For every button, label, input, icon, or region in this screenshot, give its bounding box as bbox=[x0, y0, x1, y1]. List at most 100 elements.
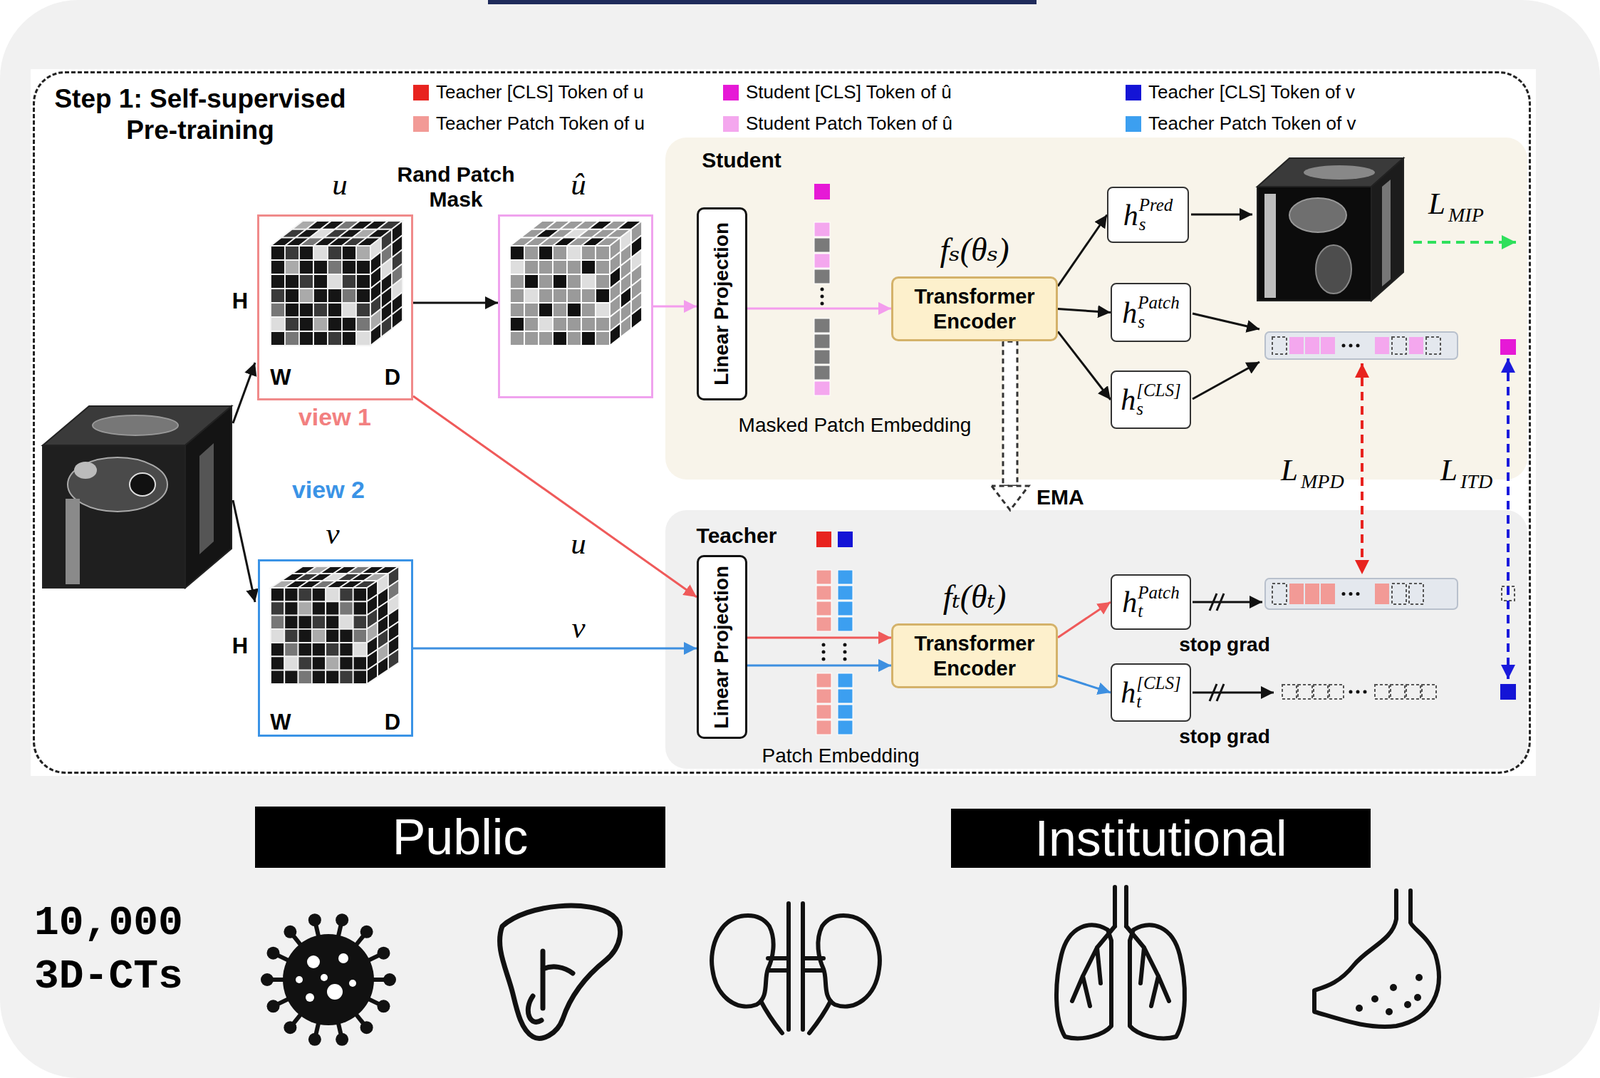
bar-label: Public bbox=[392, 812, 529, 862]
projection-box: Linear Projection bbox=[696, 207, 748, 401]
connector-line bbox=[653, 305, 697, 308]
cube-cell bbox=[595, 302, 610, 318]
head-box: hPatcht bbox=[1110, 574, 1192, 630]
cube-cell bbox=[510, 260, 525, 275]
token-cell bbox=[1374, 336, 1390, 355]
cube-cell bbox=[284, 601, 298, 615]
head-subscript: s bbox=[1137, 312, 1145, 332]
anatomy-shape bbox=[199, 443, 214, 555]
script-stack: Patchs bbox=[1137, 293, 1179, 332]
token-cell bbox=[1272, 583, 1287, 605]
cube-cell bbox=[524, 274, 539, 289]
output-arrow bbox=[1192, 601, 1263, 604]
cube-cell bbox=[366, 663, 378, 684]
cube-cell bbox=[538, 274, 553, 289]
cube-cell bbox=[270, 615, 285, 630]
token-cell bbox=[1282, 684, 1297, 699]
dot bbox=[326, 983, 343, 1000]
cube-cell bbox=[388, 648, 399, 670]
patch-token bbox=[837, 673, 853, 688]
student-panel-fill bbox=[665, 137, 1528, 480]
cube-cell bbox=[620, 314, 632, 338]
cube-cell bbox=[552, 317, 568, 332]
legend-text: Teacher Patch Token of v bbox=[1148, 113, 1356, 135]
dot bbox=[1342, 344, 1346, 348]
cube-cell bbox=[299, 288, 314, 303]
connector-line bbox=[1057, 601, 1111, 638]
cube-cell bbox=[313, 288, 328, 303]
connector-line bbox=[413, 302, 498, 305]
encoder-box: fₜ(θₜ)Transformer Encoder bbox=[891, 623, 1058, 689]
view-arrow bbox=[232, 500, 256, 602]
script-stack: [CLS]t bbox=[1136, 673, 1182, 712]
token-cell bbox=[1391, 583, 1407, 605]
head-symbol: h bbox=[1120, 384, 1136, 415]
legend-swatch bbox=[723, 84, 739, 101]
token-cell bbox=[1320, 336, 1335, 355]
patch-token bbox=[816, 673, 832, 688]
token-cell bbox=[1297, 684, 1313, 699]
cube-cell bbox=[524, 331, 539, 346]
view-label: view 1 bbox=[298, 403, 372, 431]
cube-cell bbox=[327, 302, 342, 318]
cube-cell bbox=[353, 587, 367, 602]
stop-grad-label: stop grad bbox=[1178, 633, 1271, 657]
cube-cell bbox=[567, 260, 582, 275]
head-superscript: [CLS] bbox=[1136, 673, 1182, 693]
cube-cell bbox=[284, 331, 300, 346]
token-column bbox=[814, 183, 830, 396]
cube-cell bbox=[595, 245, 610, 261]
cube-cell bbox=[299, 260, 314, 275]
network-panel: TeacherLinear Projectionfₜ(θₜ)Transforme… bbox=[665, 510, 1528, 769]
stop-grad-label: stop grad bbox=[1178, 725, 1271, 748]
connector bbox=[413, 396, 697, 597]
cube-cell bbox=[284, 656, 298, 670]
loss-arrow bbox=[1413, 240, 1516, 244]
connector-line bbox=[747, 636, 892, 640]
mask-label: Rand Patch Mask bbox=[391, 162, 521, 212]
dot bbox=[1355, 1004, 1363, 1012]
bar-label: Institutional bbox=[1034, 813, 1287, 864]
dot bbox=[1371, 995, 1379, 1003]
dimension-label: D bbox=[384, 365, 401, 390]
cube-cell bbox=[284, 670, 298, 684]
token-cell bbox=[1289, 336, 1304, 355]
cube-cell bbox=[552, 288, 568, 303]
cube-cell bbox=[312, 629, 326, 643]
dot bbox=[338, 953, 349, 964]
loss-symbol: L bbox=[1440, 454, 1458, 486]
patch-token bbox=[816, 585, 832, 600]
kidney-outline bbox=[817, 915, 880, 1007]
connector-line bbox=[413, 647, 697, 650]
connector-label: v bbox=[569, 611, 587, 643]
virus-icon bbox=[260, 913, 397, 1046]
cube-cell bbox=[581, 302, 596, 318]
view-cube-box: û bbox=[497, 214, 654, 399]
box-label: Linear Projection bbox=[710, 222, 734, 386]
cube-cell bbox=[524, 245, 539, 261]
cube-cell bbox=[581, 245, 596, 261]
legend-swatch bbox=[413, 116, 429, 132]
cube-cell bbox=[325, 629, 340, 643]
connector bbox=[747, 308, 892, 310]
dot bbox=[349, 979, 357, 987]
lung-outline bbox=[1126, 924, 1185, 1038]
dot bbox=[822, 657, 826, 662]
connector-label: EMA bbox=[1034, 485, 1087, 511]
dot bbox=[360, 1020, 374, 1034]
output-arrow bbox=[1192, 361, 1260, 399]
patch-token bbox=[814, 349, 830, 365]
cube-cell bbox=[356, 317, 371, 332]
kidney-vessels bbox=[760, 903, 831, 1033]
cube-cell bbox=[327, 288, 342, 303]
ema-head bbox=[991, 485, 1029, 511]
ct-volume bbox=[42, 406, 232, 588]
token-cell bbox=[1391, 336, 1407, 355]
cube-cell bbox=[595, 260, 610, 275]
legend-text: Student Patch Token of û bbox=[745, 113, 953, 135]
connector bbox=[1057, 309, 1111, 313]
cube-cell bbox=[356, 288, 371, 303]
cube-cell bbox=[567, 274, 582, 289]
